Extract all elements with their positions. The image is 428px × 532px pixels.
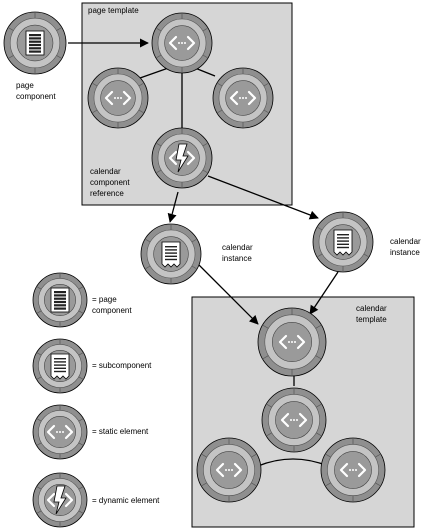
page-component-label-line1: page bbox=[16, 81, 34, 90]
calendar-template-left-node bbox=[196, 437, 262, 503]
labels: page template page component calendar co… bbox=[16, 6, 421, 505]
page-template-right-node bbox=[212, 67, 274, 129]
calendar-component-reference-node bbox=[151, 127, 213, 189]
page-template-left-node bbox=[87, 67, 149, 129]
calendar-template-root-node bbox=[257, 307, 327, 377]
calendar-instance-left-line1: calendar bbox=[222, 243, 253, 252]
calendar-template-middle-node bbox=[261, 387, 327, 453]
arrow-ref-to-instance-left bbox=[167, 191, 179, 223]
legend-page-component-line2: component bbox=[92, 306, 132, 315]
connectors bbox=[68, 38, 339, 467]
arrow-instance-left-to-cal-root bbox=[193, 259, 259, 325]
calendar-instance-left-line2: instance bbox=[222, 254, 252, 263]
legend-static-element-label: = static element bbox=[92, 427, 149, 436]
calendar-instance-right-line2: instance bbox=[390, 248, 420, 257]
legend-page-component-line1: = page bbox=[92, 295, 117, 304]
calendar-template-label-line1: calendar bbox=[356, 304, 387, 313]
arrow-ref-to-instance-right bbox=[207, 175, 319, 220]
legend-subcomponent-label: = subcomponent bbox=[92, 361, 152, 370]
calendar-instance-right-line1: calendar bbox=[390, 237, 421, 246]
legend-subcomponent-node bbox=[32, 338, 88, 394]
calendar-template-right-node bbox=[320, 437, 386, 503]
legend-dynamic-element-node bbox=[32, 472, 88, 528]
legend-dynamic-element-label: = dynamic element bbox=[92, 496, 160, 505]
calendar-instance-left-node bbox=[140, 223, 202, 285]
page-template-label: page template bbox=[88, 6, 139, 15]
page-component-label-line2: component bbox=[16, 92, 56, 101]
calendar-template-label-line2: template bbox=[356, 315, 387, 324]
legend-static-element-node bbox=[32, 404, 88, 460]
calendar-reference-label-line2: component bbox=[90, 178, 130, 187]
legend-page-component-node bbox=[32, 272, 88, 328]
calendar-instance-right-node bbox=[312, 211, 374, 273]
calendar-reference-label-line1: calendar bbox=[90, 167, 121, 176]
page-component-node bbox=[3, 11, 67, 75]
arrow-instance-right-to-cal-root bbox=[309, 271, 339, 315]
calendar-reference-label-line3: reference bbox=[90, 189, 124, 198]
page-template-root-node bbox=[151, 12, 213, 74]
